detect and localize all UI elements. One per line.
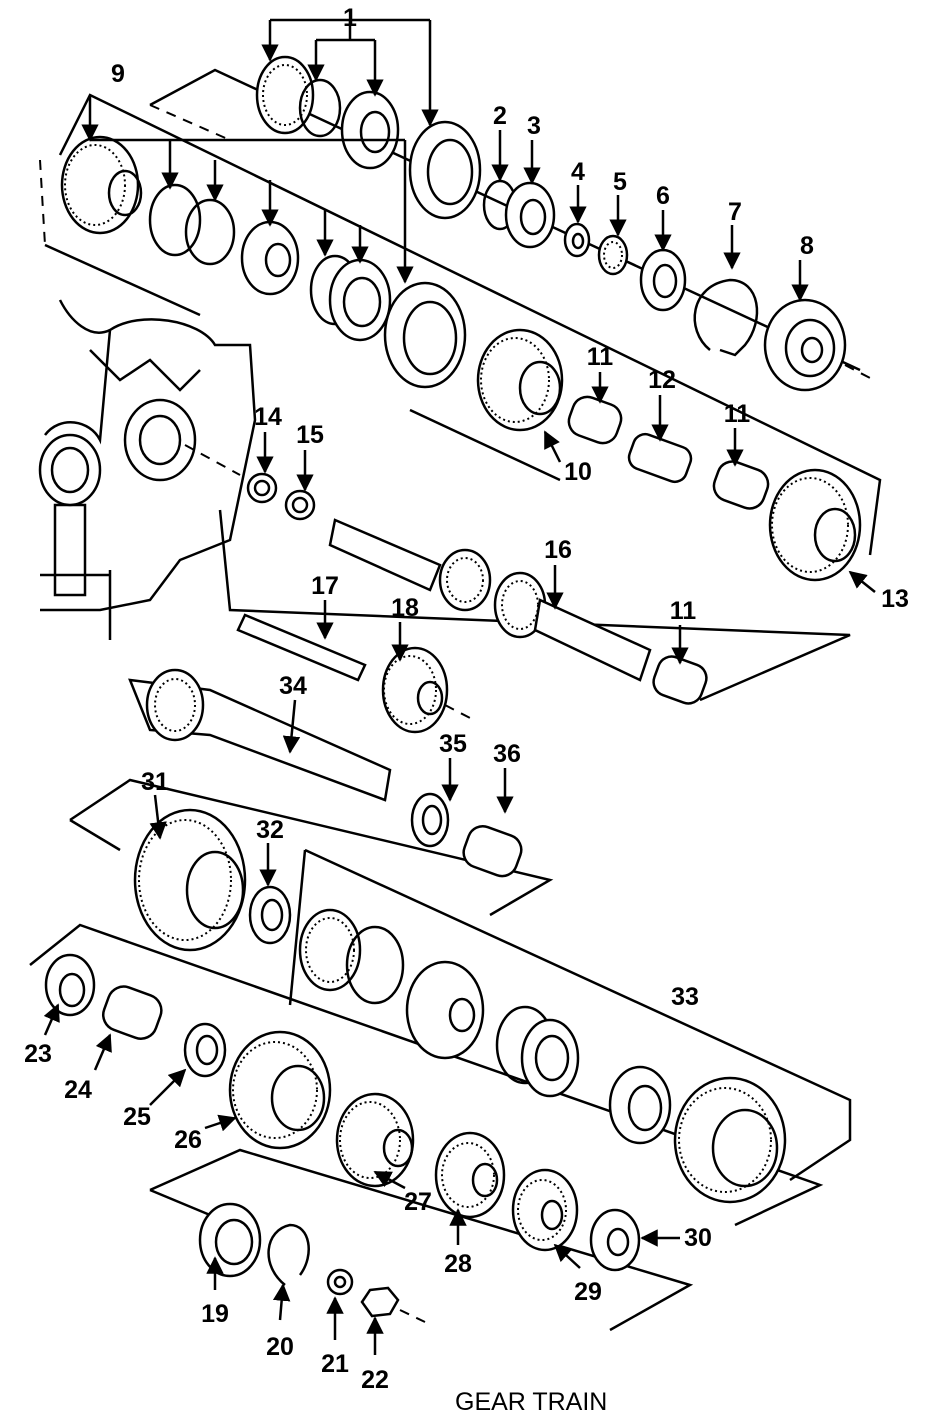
bottom-row-parts xyxy=(44,953,641,1323)
callout-21: 21 xyxy=(321,1350,349,1378)
transmission-case xyxy=(38,299,257,640)
callout-26: 26 xyxy=(174,1126,202,1154)
callout-22: 22 xyxy=(361,1366,389,1394)
callout-31: 31 xyxy=(141,768,169,796)
callout-5: 5 xyxy=(613,168,627,196)
callout-labels: 1 2 3 4 5 6 7 8 9 10 11 12 11 13 14 15 1… xyxy=(24,4,909,1394)
callout-18: 18 xyxy=(391,594,419,622)
callout-10: 10 xyxy=(564,458,592,486)
callout-24: 24 xyxy=(64,1076,92,1104)
diagram-caption: GEAR TRAIN xyxy=(455,1388,607,1416)
callout-20: 20 xyxy=(266,1333,294,1361)
leader-lines xyxy=(43,18,876,1355)
mainshaft-parts xyxy=(236,472,708,734)
callout-17: 17 xyxy=(311,572,339,600)
callout-11a: 11 xyxy=(587,343,614,371)
callout-36: 36 xyxy=(493,740,521,768)
row-9-parts xyxy=(60,135,862,582)
callout-12: 12 xyxy=(648,366,676,394)
callout-30: 30 xyxy=(684,1224,712,1252)
callout-4: 4 xyxy=(571,158,585,186)
callout-16: 16 xyxy=(544,536,572,564)
callout-33: 33 xyxy=(671,983,699,1011)
callout-25: 25 xyxy=(123,1103,151,1131)
callout-1: 1 xyxy=(343,4,357,32)
callout-23: 23 xyxy=(24,1040,52,1068)
callout-11b: 11 xyxy=(724,400,751,428)
callout-35: 35 xyxy=(439,730,467,758)
callout-7: 7 xyxy=(728,198,742,226)
callout-9: 9 xyxy=(111,60,125,88)
callout-29: 29 xyxy=(574,1278,602,1306)
callout-6: 6 xyxy=(656,182,670,210)
lower-gear-set xyxy=(133,808,787,1204)
callout-2: 2 xyxy=(493,102,507,130)
callout-11c: 11 xyxy=(670,597,697,625)
callout-14: 14 xyxy=(254,403,282,431)
callout-28: 28 xyxy=(444,1250,472,1278)
callout-27: 27 xyxy=(404,1188,432,1216)
callout-8: 8 xyxy=(800,232,814,260)
callout-32: 32 xyxy=(256,816,284,844)
countershaft-parts xyxy=(128,668,523,878)
callout-3: 3 xyxy=(527,112,541,140)
callout-34: 34 xyxy=(279,672,307,700)
callout-13: 13 xyxy=(881,585,909,613)
upper-parts xyxy=(255,55,871,392)
callout-15: 15 xyxy=(296,421,324,449)
callout-19: 19 xyxy=(201,1300,229,1328)
